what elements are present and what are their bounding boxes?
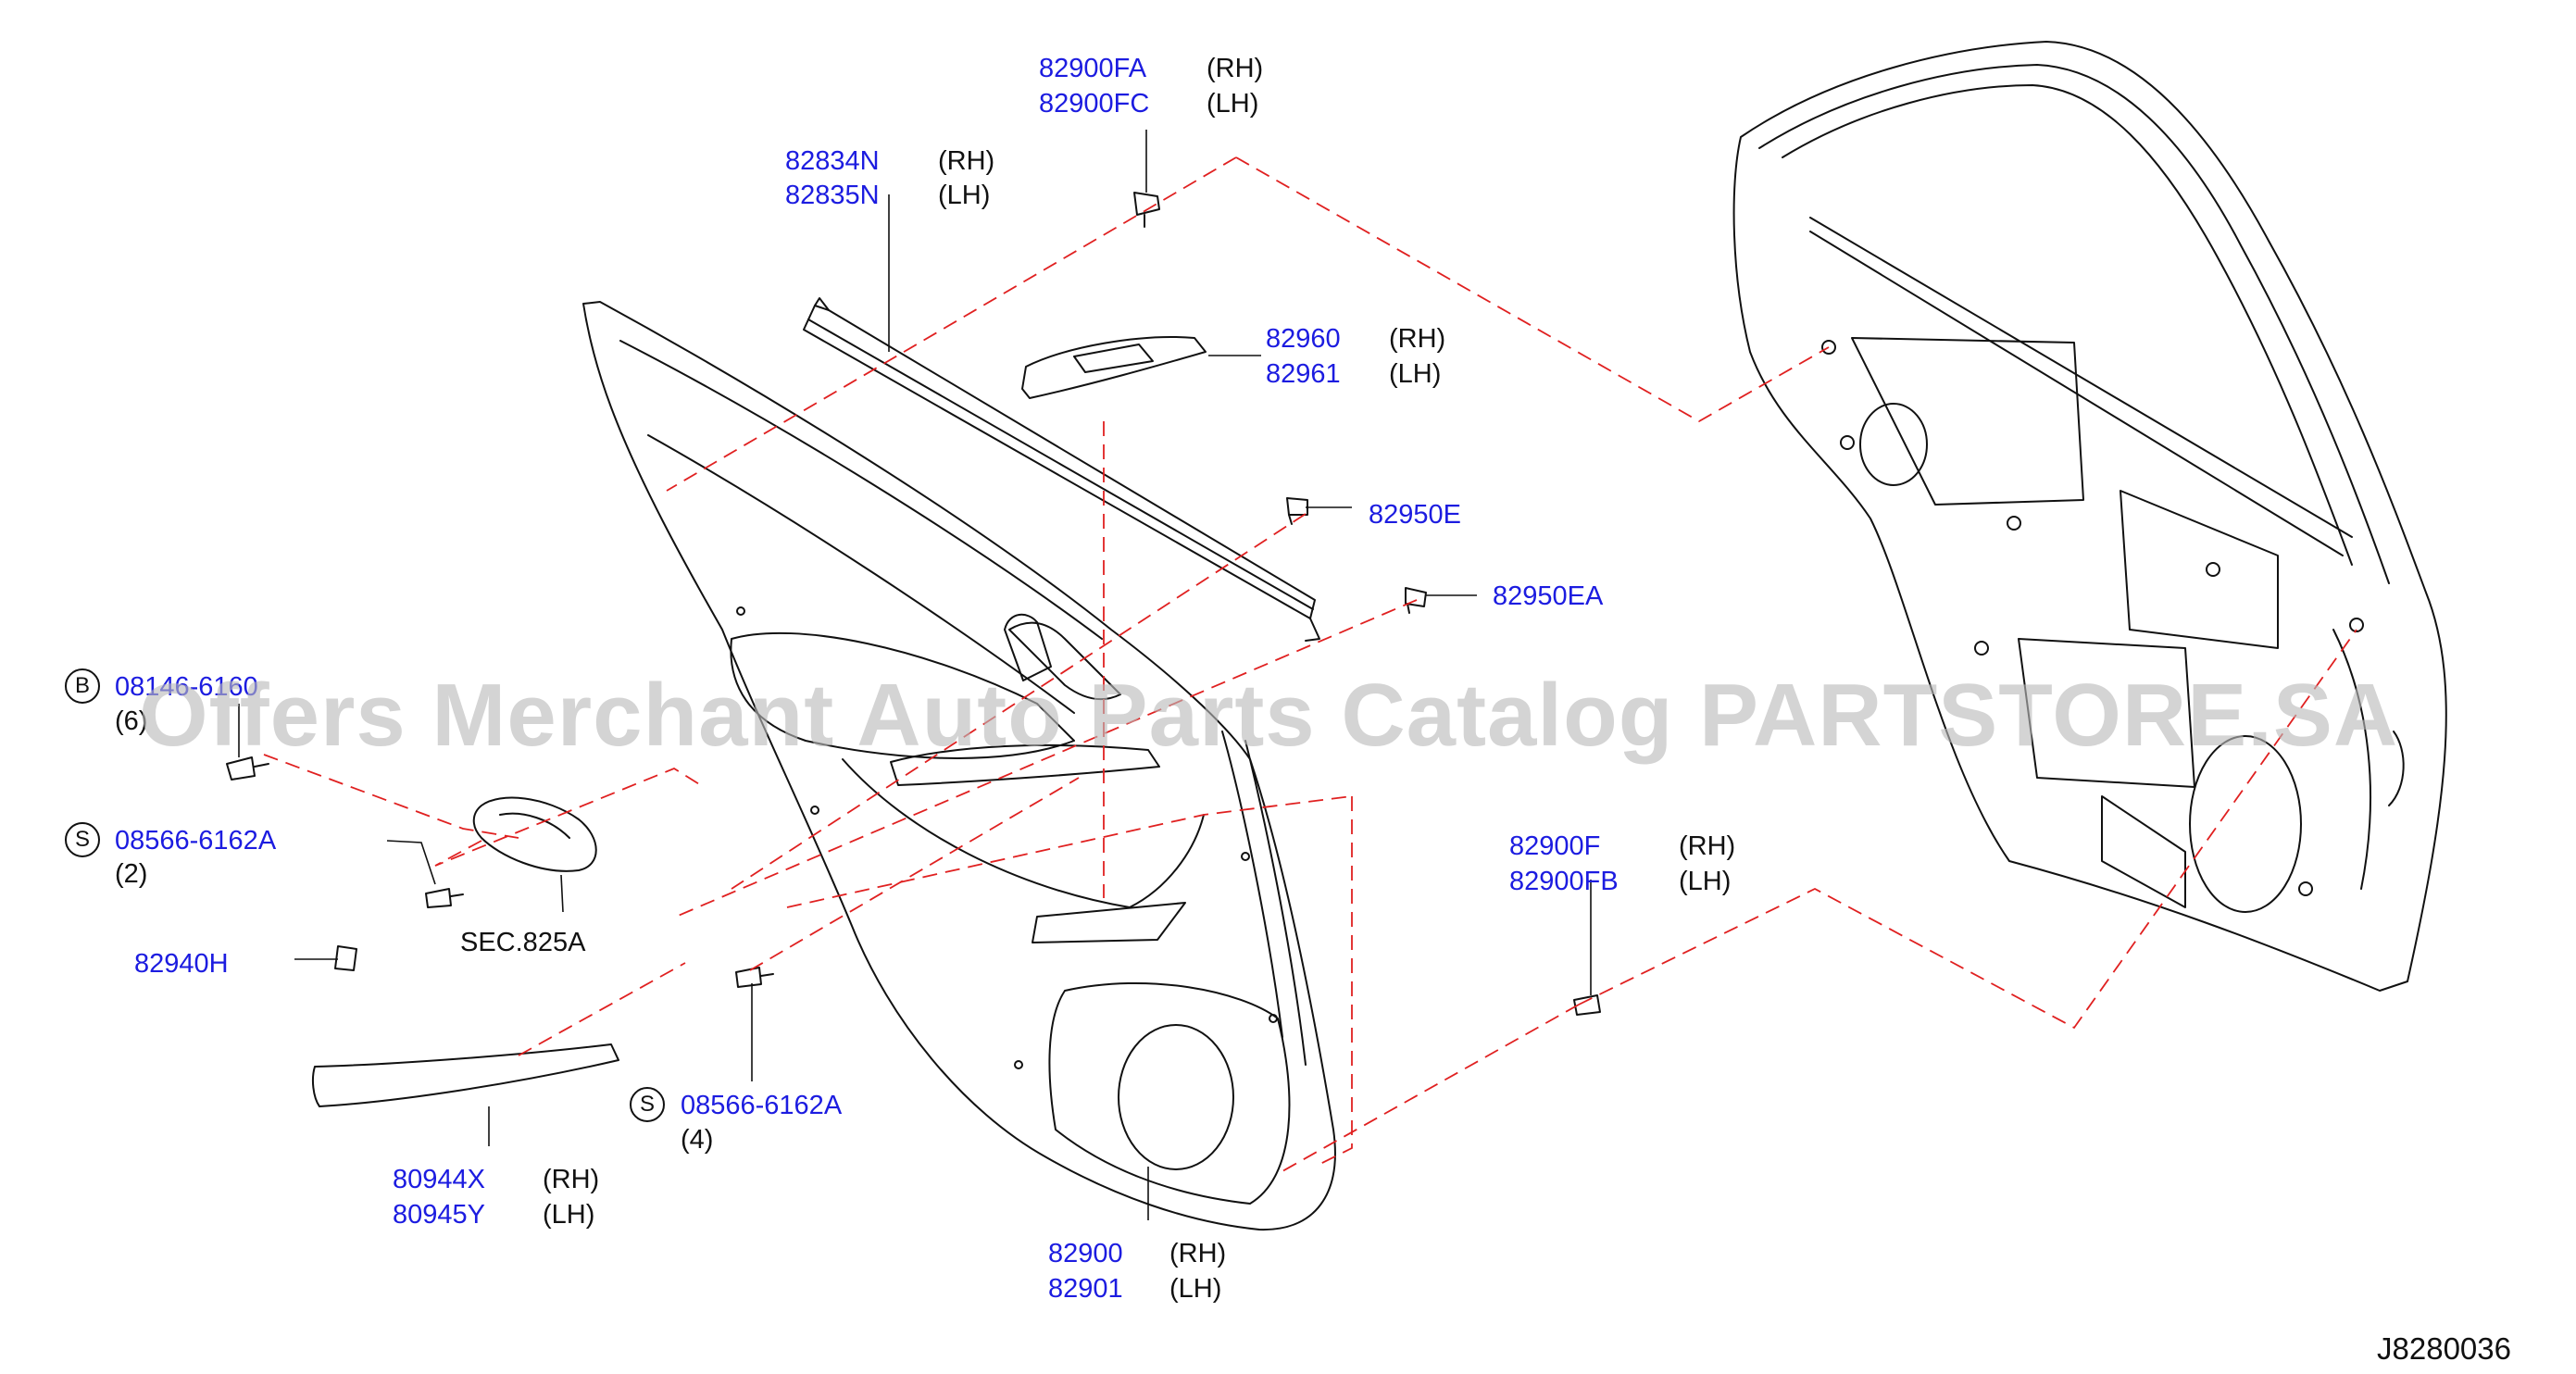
window-weatherstrip: [803, 297, 1320, 642]
clips-and-screws: [226, 192, 1601, 1016]
switch-finisher: [1021, 336, 1207, 399]
armrest-finisher: [890, 621, 1160, 786]
door-inner-frame: [1732, 41, 2447, 992]
lower-trim-strip: [311, 1043, 619, 1107]
dashed-leader-lines: [263, 156, 2357, 1172]
door-trim-panel: [582, 301, 1336, 1231]
inside-handle: [472, 796, 597, 872]
solid-leader-lines: [238, 130, 1592, 1220]
